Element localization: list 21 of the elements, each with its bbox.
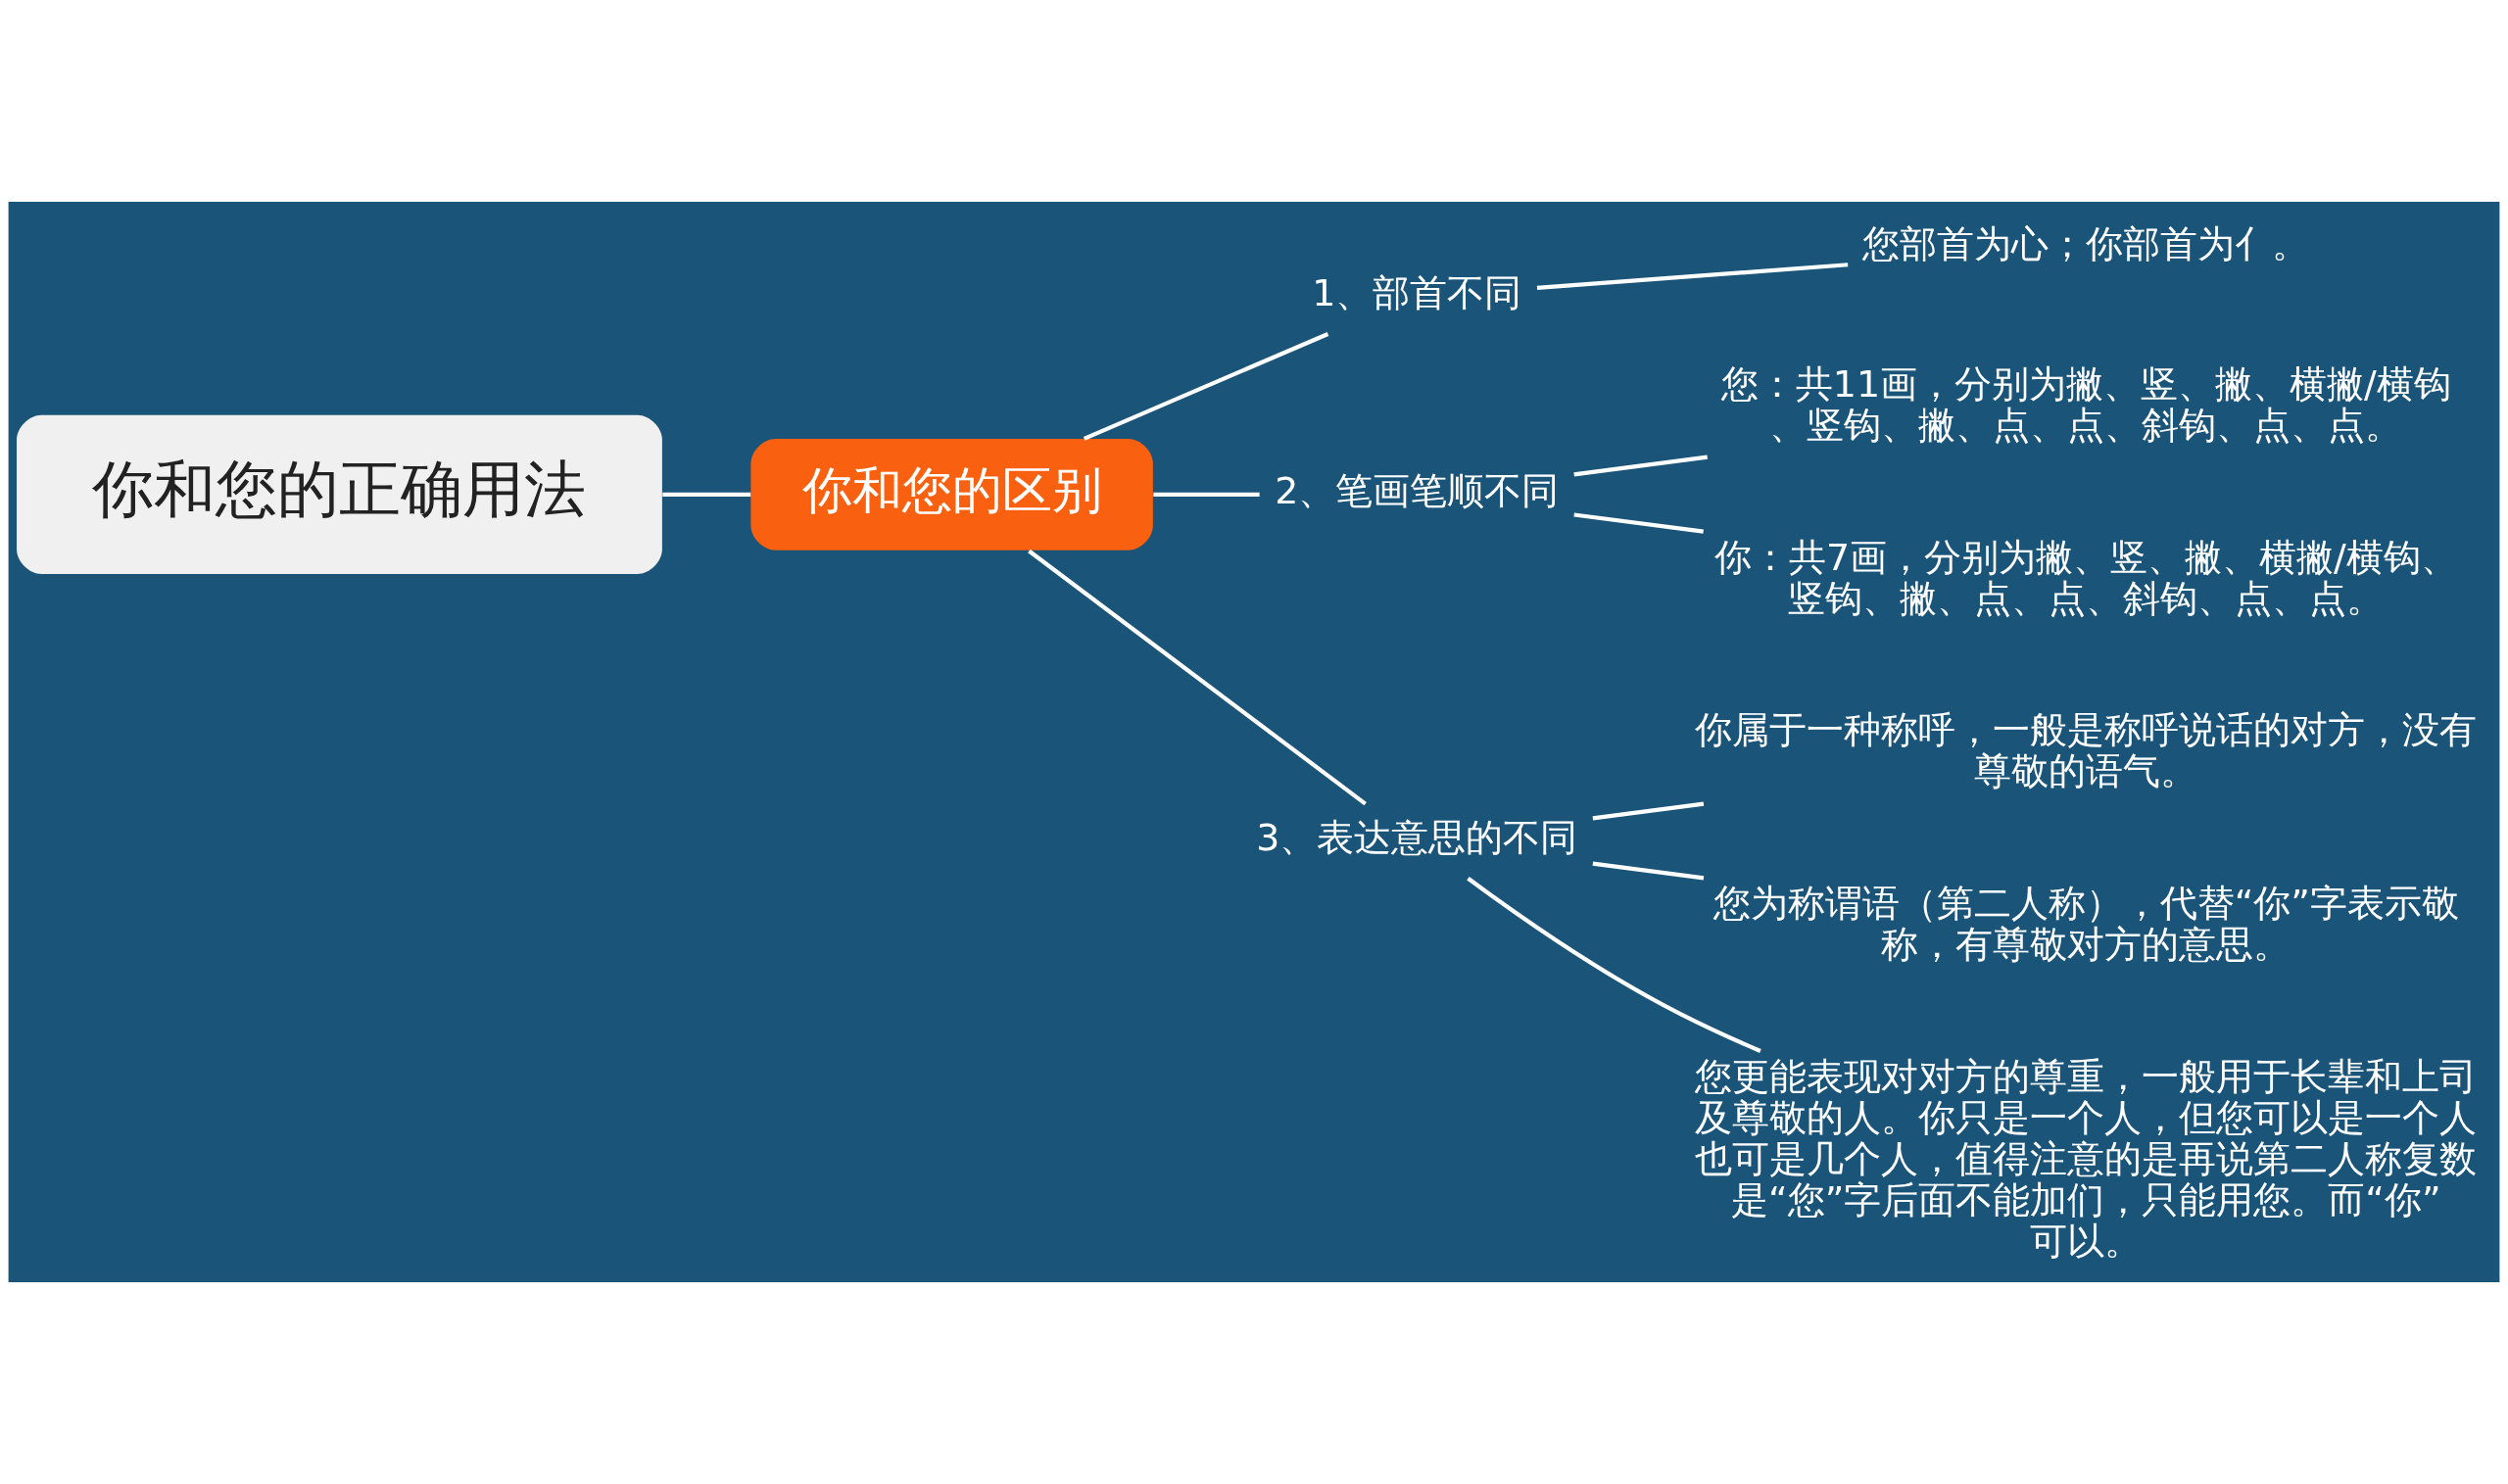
connector (1536, 263, 1849, 290)
node-text: 2、笔画笔顺不同 (1275, 469, 1560, 513)
node-text: 您：共11画，分别为撇、竖、撇、横撇/横钩、竖钩、撇、点、点、斜钩、点、点。 (1720, 361, 2451, 447)
node-text: 你属于一种称呼，一般是称呼说话的对方，没有尊敬的语气。 (1695, 708, 2478, 793)
connector (662, 492, 751, 497)
node-text: 您部首为心；你部首为亻。 (1862, 221, 2310, 265)
connector (1573, 512, 1704, 534)
connector (1573, 455, 1708, 477)
node-text: 您为称谓语（第二人称），代替“你”字表示敬称，有尊敬对方的意思。 (1712, 882, 2459, 967)
node-box: 你和您的正确用法 (17, 414, 662, 574)
connector (1083, 332, 1329, 441)
node-text: 您更能表现对对方的尊重，一般用于长辈和上司及尊敬的人。你只是一个人，但您可以是一个人也可是几个人，值得注意的是再说第二人称复数是“您”字后面不能加们，只能用您。而“你”可以。 (1695, 1054, 2478, 1264)
node-text: 3、表达意思的不同 (1256, 815, 1578, 859)
node-text: 1、部首不同 (1312, 271, 1522, 315)
connector (1592, 861, 1705, 881)
node-text: 你：共7画，分别为撇、竖、撇、横撇/横钩、竖钩、撇、点、点、斜钩、点、点。 (1713, 535, 2458, 620)
connector (1028, 549, 1367, 806)
node-box: 你和您的区别 (750, 439, 1153, 551)
connector (1467, 877, 1761, 1053)
connector (1592, 801, 1705, 821)
connector (1153, 492, 1260, 497)
